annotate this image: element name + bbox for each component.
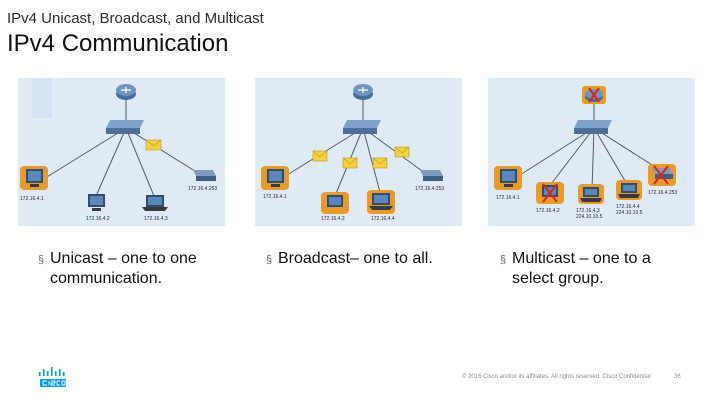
host2-label: 172.16.4.2: [536, 208, 560, 214]
host4-group-label: 224.10.10.5: [616, 210, 643, 216]
pc-icon: [494, 166, 522, 190]
broadcast-text: Broadcast– one to all.: [278, 250, 433, 267]
copyright-text: © 2016 Cisco and/or its affiliates. All …: [462, 374, 651, 380]
deny-x-icon: [588, 87, 600, 103]
page-number: 36: [674, 374, 681, 380]
packet-icon: [372, 157, 388, 169]
server-label: 172.16.4.253: [648, 190, 677, 196]
bullet-marker: §: [500, 254, 507, 266]
packet-icon: [145, 139, 162, 151]
pc-icon: [261, 166, 289, 190]
deny-x-icon: [653, 165, 669, 185]
multicast-text: Multicast – one to a select group.: [512, 250, 651, 287]
router-icon: [116, 84, 136, 100]
unicast-text: Unicast – one to one communication.: [50, 250, 197, 287]
server-icon: [193, 170, 216, 181]
multicast-bullet: § Multicast – one to a select group.: [500, 249, 690, 289]
host1-label: 172.16.4.1: [496, 195, 520, 201]
unicast-diagram: 172.16.4.253 172.16.4.1 172.16.4.2 172.1…: [18, 78, 225, 226]
server-icon: [420, 170, 443, 181]
host3-group-label: 224.10.10.5: [576, 214, 603, 220]
switch-icon: [106, 120, 144, 134]
host2-label: 172.16.4.2: [321, 216, 345, 222]
host1-label: 172.16.4.1: [20, 196, 44, 202]
broadcast-bullet: § Broadcast– one to all.: [266, 249, 446, 269]
laptop-icon: [616, 180, 642, 200]
cisco-logo: [38, 367, 68, 394]
multicast-diagram: 172.16.4.1 172.16.4.2 172.16.4.3 224.10.…: [488, 78, 695, 226]
deny-x-icon: [542, 183, 558, 203]
host1-label: 172.16.4.1: [263, 194, 287, 200]
laptop-icon: [142, 195, 168, 211]
switch-icon: [343, 120, 381, 134]
router-icon: [353, 84, 373, 100]
host3-label: 172.16.4.3: [144, 216, 168, 222]
unicast-bullet: § Unicast – one to one communication.: [38, 249, 238, 289]
pc-icon: [321, 192, 349, 214]
slide-title: IPv4 Communication: [7, 30, 229, 57]
packet-icon: [312, 150, 328, 162]
host2-label: 172.16.4.2: [86, 216, 110, 222]
host3-ip-label: 172.16.4.3: [576, 208, 600, 214]
host4-ip-label: 172.16.4.4: [616, 204, 640, 210]
bullet-marker: §: [266, 254, 273, 266]
pc-icon: [88, 194, 105, 211]
pc-icon: [20, 166, 48, 190]
host3-label: 172.16.4.4: [371, 216, 395, 222]
packet-icon: [342, 157, 358, 169]
bullet-marker: §: [38, 254, 45, 266]
switch-icon: [574, 120, 612, 134]
laptop-icon: [578, 184, 604, 204]
server-label: 172.16.4.253: [188, 186, 217, 192]
broadcast-diagram: 172.16.4.253 172.16.4.1 172.16.4.2 172.1…: [255, 78, 462, 226]
server-label: 172.16.4.253: [415, 186, 444, 192]
packet-icon: [394, 146, 410, 158]
laptop-icon: [367, 190, 395, 214]
slide-subtitle: IPv4 Unicast, Broadcast, and Multicast: [7, 10, 264, 27]
